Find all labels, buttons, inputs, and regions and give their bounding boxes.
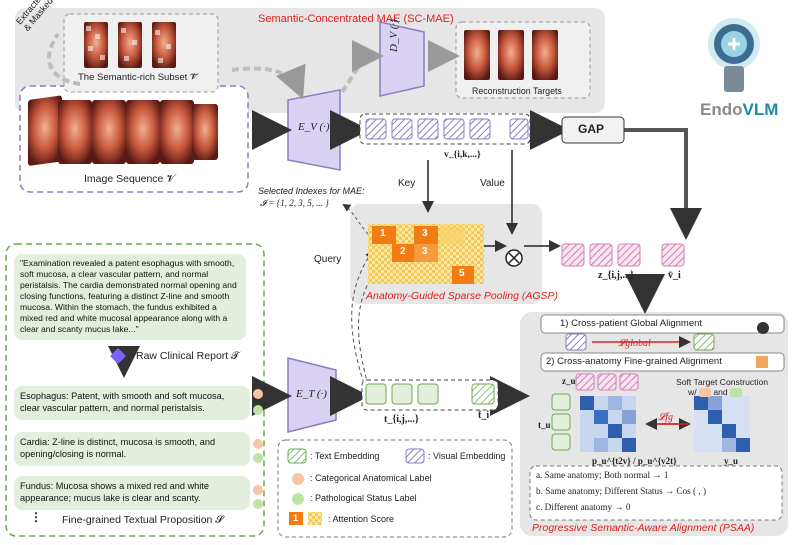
tu-label: t_u [538,420,551,430]
t-bar-label: t̄_i [478,410,490,421]
value-label: Value [480,178,505,189]
v-bar-label: v̄_i [668,270,681,281]
decoder-shape [379,21,425,97]
decoder-label: D_V (·) [388,19,400,52]
key-label: Key [398,178,416,189]
legend-pathological: : Pathological Status Label [310,493,417,503]
text-tokens [365,383,495,405]
z-seq-label: z_{i,j,...} [598,270,634,281]
legend-attention-num: 1 [293,513,299,523]
psaa-step1: 1) Cross-patient Global Alignment [560,318,703,329]
rule-b: b. Same anatomy; Different Status → Cos … [536,486,707,496]
legend-box [277,439,513,538]
rule-c: c. Different anatomy → 0 [536,502,631,512]
attention-number-2: 2 [400,246,406,257]
attention-number-1: 1 [380,228,386,239]
zu-tokens [575,373,639,391]
rule-a: a. Same anatomy; Both normal → 1 [536,470,669,480]
psaa-title: Progressive Semantic-Aware Alignment (PS… [532,522,755,534]
loss-fg: 𝓛fg [658,412,674,423]
image-sequence-frames [28,95,218,166]
recon-frames [464,30,558,80]
z-tokens [561,243,685,267]
propositions-label: Fine-grained Textual Proposition 𝓢 [62,514,224,526]
propositions-ellipsis: ⋮ [30,510,42,524]
target-heatmap [694,396,750,452]
soft-target-with: w/ and [688,387,743,398]
t-seq-label: t_{i,j,...} [384,414,419,425]
legend-attention: : Attention Score [328,514,395,524]
psaa-step2: 2) Cross-anatomy Fine-grained Alignment [546,356,722,367]
loss-global: 𝓛global [618,338,651,349]
soft-target-label: Soft Target Construction [676,377,769,387]
recon-label: Reconstruction Targets [472,86,562,96]
categorical-chip [698,388,711,398]
subset-frames [84,22,176,68]
subset-label: The Semantic-rich Subset 𝓥̃ [78,72,198,83]
image-sequence-label: Image Sequence 𝓥 [84,173,176,185]
gap-box [561,116,625,144]
proposition-cardia: Cardia: Z-line is distinct, mucosa is sm… [14,432,250,466]
report-label: Raw Clinical Report 𝓣 [136,350,240,362]
pathological-chip [730,388,743,398]
prediction-heatmap [580,396,636,452]
attention-number-3a: 3 [422,228,428,239]
proposition-esophagus: Esophagus: Patent, with smooth and soft … [14,386,250,420]
visual-encoder-label: E_V (·) [298,121,330,133]
search-icon [756,356,768,368]
gap-label: GAP [578,122,605,136]
visual-seq-label: v_{i,k,...} [444,150,481,160]
tu-tokens [551,393,571,451]
yu-label: y_u [724,456,739,466]
prediction-label: p_u^{t2v} / p_u^{v2t} [592,456,677,466]
proposition-fundus: Fundus: Mucosa shows a mixed red and whi… [14,476,250,510]
visual-tokens [365,118,529,140]
attention-number-3b: 3 [422,246,428,257]
legend-text-embedding: : Text Embedding [310,451,380,461]
query-label: Query [314,254,342,265]
legend-visual-embedding: : Visual Embedding [428,451,506,461]
report-icon [110,348,126,364]
clinical-report-box: "Examination revealed a patent esophagus… [14,254,246,340]
legend-categorical: : Categorical Anatomical Label [310,473,432,483]
sc-mae-title: Semantic-Concentrated MAE (SC-MAE) [258,13,454,25]
agsp-title: Anatomy-Guided Sparse Pooling (AGSP) [366,290,559,302]
selected-title: Selected Indexes for MAE: [258,186,365,196]
brand-name: EndoVLM [700,100,779,119]
attention-grid [368,224,484,284]
zu-label: z_u [562,376,576,386]
selected-set: 𝓘 = {1, 2, 3, 5, ... } [260,198,329,208]
attention-number-5: 5 [459,268,465,279]
person-icon [757,322,769,334]
endovlm-logo [708,18,760,92]
text-encoder-label: E_T (·) [296,388,327,400]
